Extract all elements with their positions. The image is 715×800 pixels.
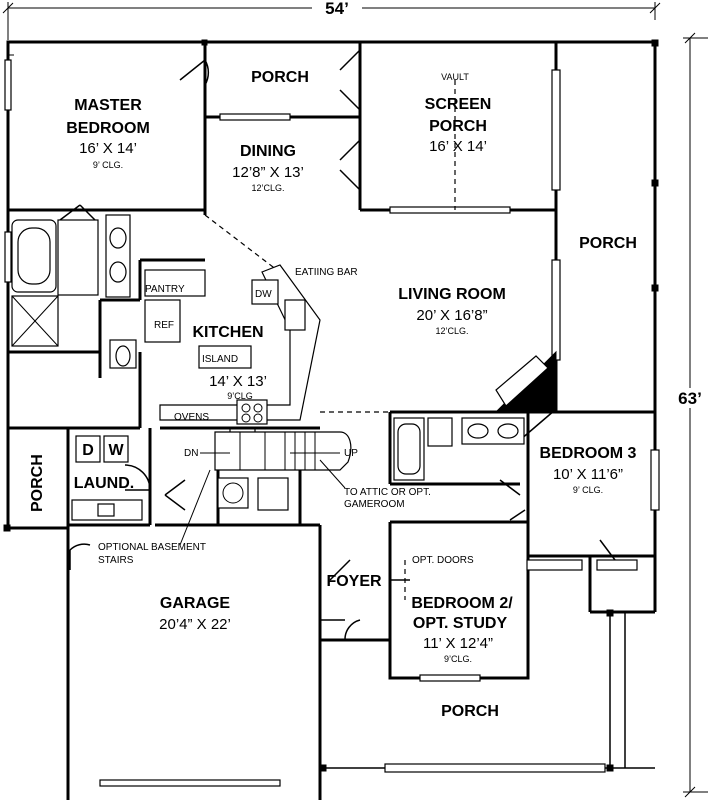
fireplace	[494, 350, 557, 413]
room-size: 10’ X 11’6”	[553, 466, 623, 483]
room-name: LIVING ROOM	[398, 286, 506, 303]
room-ceiling: 9’ CLG.	[573, 485, 603, 495]
eating-bar-label: EATIING BAR	[295, 267, 358, 278]
toilet-icon	[427, 417, 453, 447]
attic-label: GAMEROOM	[344, 499, 405, 510]
down-label: DN	[184, 448, 198, 459]
up-label: UP	[344, 448, 358, 459]
doors	[59, 49, 616, 641]
room-size: 16’ X 14’	[429, 138, 487, 155]
room-garage: GARAGE 20’4” X 22’	[159, 595, 231, 633]
windows	[4, 54, 660, 787]
room-name: SCREEN	[425, 96, 492, 113]
pantry-label: PANTRY	[145, 284, 185, 295]
room-kitchen: KITCHEN ISLAND 14’ X 13’ 9’CLG OVENS PAN…	[145, 267, 358, 423]
room-dining: DINING 12’8” X 13’ 12’CLG.	[232, 143, 304, 193]
porch-top-label: PORCH	[251, 69, 309, 86]
room-name: BEDROOM	[66, 120, 150, 137]
washer-label: W	[108, 442, 124, 459]
basement-stairs-label: OPTIONAL BASEMENT	[98, 542, 206, 553]
dryer-label: D	[82, 442, 94, 459]
room-size: 20’ X 16’8”	[416, 307, 487, 324]
dw-label: DW	[255, 289, 272, 300]
refrigerator-icon	[144, 299, 181, 343]
room-ceiling: 12’CLG.	[435, 326, 468, 336]
walls	[6, 40, 657, 800]
room-living: LIVING ROOM 20’ X 16’8” 12’CLG.	[398, 286, 506, 336]
porch-posts	[3, 39, 659, 772]
room-bedroom2: OPT. DOORS BEDROOM 2/ OPT. STUDY 11’ X 1…	[411, 555, 513, 664]
bath-fixtures	[11, 214, 525, 481]
room-master-bedroom: MASTER BEDROOM 16’ X 14’ 9’ CLG.	[66, 97, 150, 170]
dishwasher-icon	[251, 279, 279, 305]
porch-bottom-label: PORCH	[441, 703, 499, 720]
room-size: 14’ X 13’	[209, 373, 267, 390]
ref-label: REF	[154, 320, 174, 331]
dryer-icon	[75, 435, 101, 463]
room-name: MASTER	[74, 97, 142, 114]
island-label: ISLAND	[202, 354, 238, 365]
counter-icon	[159, 264, 321, 421]
foyer-label: FOYER	[326, 573, 382, 590]
room-name: OPT. STUDY	[413, 615, 508, 632]
dimension-width: 54’	[2, 0, 661, 40]
room-ceiling: 9’CLG	[227, 391, 253, 401]
room-name: BEDROOM 3	[540, 445, 637, 462]
pantry-box	[144, 269, 206, 297]
room-size: 12’8” X 13’	[232, 164, 304, 181]
sink-icon	[284, 299, 306, 331]
sink-icon	[109, 227, 127, 249]
room-ceiling: 9’ CLG.	[93, 160, 123, 170]
room-ceiling: 9’CLG.	[444, 654, 472, 664]
opt-doors-label: OPT. DOORS	[412, 555, 474, 566]
cabinet-icon	[257, 477, 289, 511]
kitchen-fixtures	[144, 264, 321, 511]
sink-icon	[109, 261, 127, 283]
laundry-labels: D W LAUND.	[74, 442, 134, 492]
porch-left-label: PORCH	[29, 454, 46, 512]
room-name: BEDROOM 2/	[411, 595, 513, 612]
room-size: 20’4” X 22’	[159, 616, 231, 633]
washer-icon	[103, 435, 129, 463]
depth-dimension-label: 63’	[678, 389, 702, 408]
stairs	[200, 431, 352, 471]
closets	[57, 219, 638, 571]
laundry-fixtures	[71, 435, 143, 521]
room-ceiling: 12’CLG.	[251, 183, 284, 193]
porch-right-label: PORCH	[579, 235, 637, 252]
room-name: PORCH	[429, 118, 487, 135]
attic-label: TO ATTIC OR OPT.	[344, 487, 431, 498]
room-name: DINING	[240, 143, 296, 160]
stair-labels: DN UP TO ATTIC OR OPT. GAMEROOM OPTIONAL…	[98, 448, 431, 566]
basement-stairs-label: STAIRS	[98, 555, 134, 566]
room-name: GARAGE	[160, 595, 231, 612]
ovens-label: OVENS	[174, 412, 209, 423]
room-size: 16’ X 14’	[79, 140, 137, 157]
room-screen-porch: VAULT SCREEN PORCH 16’ X 14’	[425, 72, 492, 155]
cooktop-icon	[236, 399, 268, 425]
kitchen-island	[198, 345, 252, 369]
dimension-depth: 63’	[676, 32, 708, 798]
vault-note: VAULT	[441, 72, 469, 82]
laundry-label: LAUND.	[74, 475, 134, 492]
width-dimension-label: 54’	[325, 0, 349, 18]
laundry-sink-icon	[97, 503, 115, 517]
room-bedroom3: BEDROOM 3 10’ X 11’6” 9’ CLG.	[540, 445, 637, 495]
room-name: KITCHEN	[192, 324, 263, 341]
room-size: 11’ X 12’4”	[423, 635, 493, 652]
